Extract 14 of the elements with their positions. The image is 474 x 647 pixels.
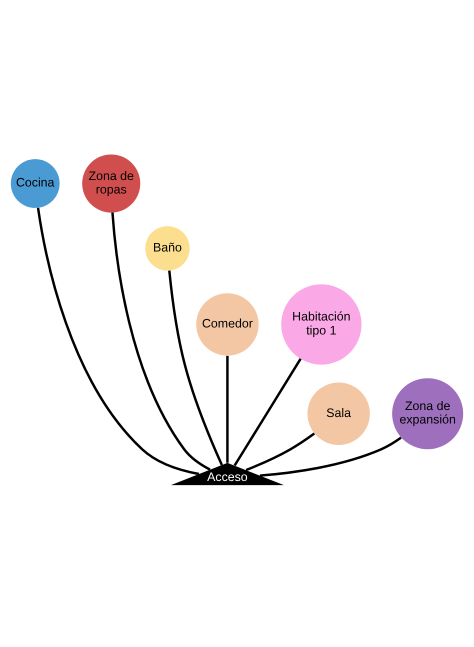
connector — [226, 356, 229, 463]
connector — [234, 358, 302, 466]
connector — [260, 436, 402, 477]
connector — [246, 432, 316, 472]
node-circle: Habitación tipo 1 — [281, 284, 362, 365]
connector — [168, 270, 223, 466]
connector — [36, 208, 200, 476]
node-circle: Cocina — [10, 159, 60, 208]
node-circle: Sala — [307, 382, 370, 445]
node-circle: Baño — [145, 226, 190, 271]
connector — [111, 212, 211, 471]
node-circle: Zona de ropas — [82, 154, 140, 213]
node-circle: Comedor — [196, 293, 259, 356]
node-circle: Zona de expansión — [392, 378, 464, 450]
